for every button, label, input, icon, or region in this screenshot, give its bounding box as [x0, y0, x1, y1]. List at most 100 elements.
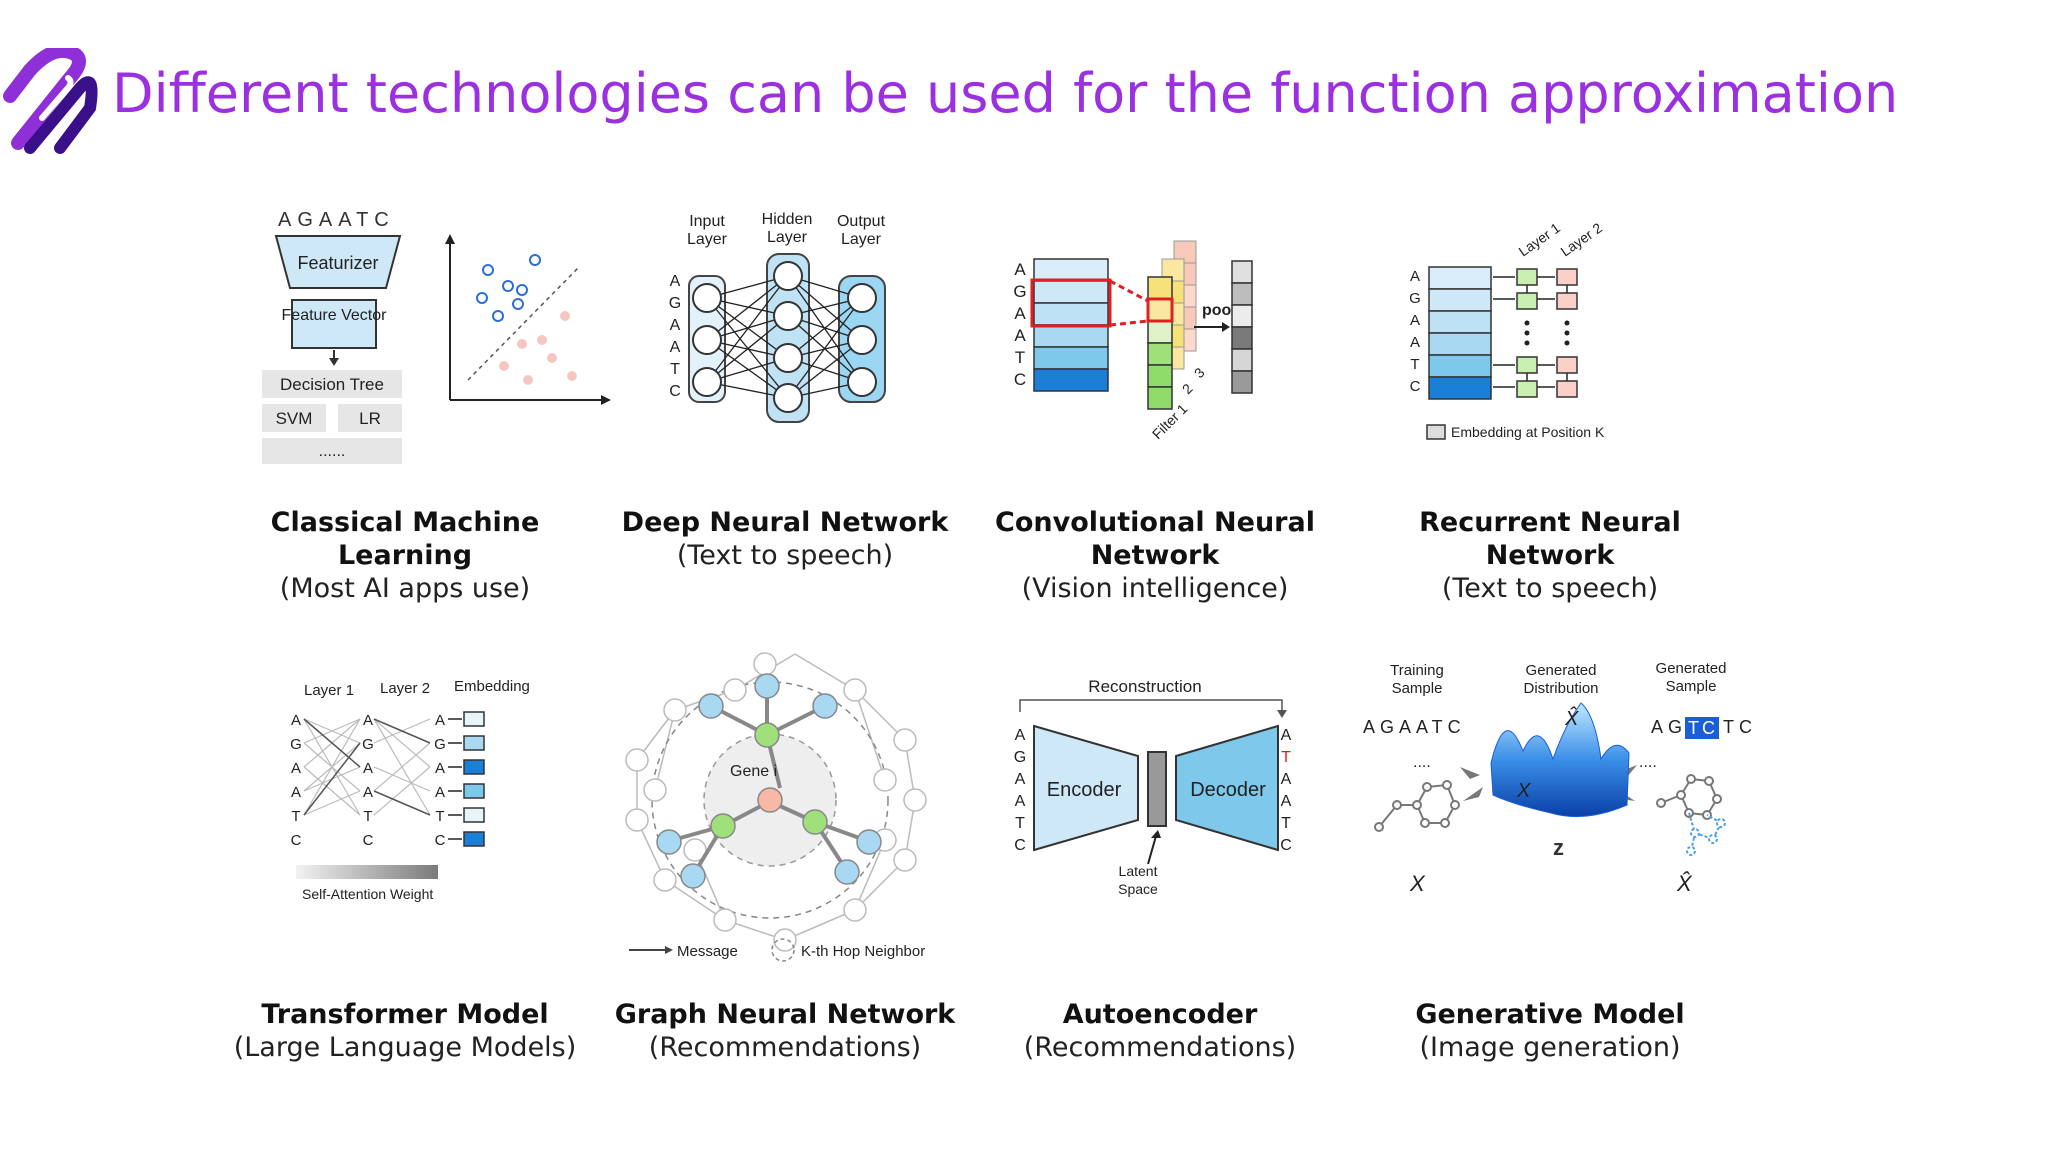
svg-text:Layer: Layer — [687, 231, 728, 248]
svg-text:C: C — [1410, 378, 1421, 395]
generated-distribution-label: Generated — [1526, 662, 1597, 679]
svg-text:Distribution: Distribution — [1523, 680, 1598, 697]
panel-name: Deep Neural Network — [621, 507, 949, 538]
svg-text:A: A — [363, 784, 373, 801]
svg-text:G: G — [362, 736, 374, 753]
rnn-diagram: Layer 1 Layer 2 A G A A T C — [1405, 215, 1645, 445]
gnn-diagram: Gene i Message K-th Hop Neighbor — [615, 650, 945, 970]
svg-text:A: A — [291, 760, 301, 777]
svg-text:T: T — [670, 361, 680, 378]
feature-vector-label: Feature Vector — [282, 307, 388, 324]
svm-label: SVM — [276, 409, 313, 428]
svg-text:T: T — [291, 808, 300, 825]
svg-text:A: A — [1410, 334, 1420, 351]
gene-label: Gene i — [730, 763, 777, 780]
svg-text:A: A — [1014, 326, 1026, 345]
panel-name: Generative Model — [1415, 999, 1685, 1030]
layer-2-label: Layer 2 — [1558, 219, 1606, 259]
slide-title: Different technologies can be used for t… — [112, 62, 1899, 125]
panel-use: (Text to speech) — [1441, 573, 1659, 604]
svg-text:A: A — [1014, 260, 1026, 279]
svg-text:A: A — [291, 712, 301, 729]
svg-text:A: A — [435, 760, 445, 777]
svg-text:T: T — [1015, 348, 1025, 367]
featurizer-label: Featurizer — [297, 253, 378, 273]
embedding-label: Embedding — [454, 678, 530, 695]
svg-text:Sample: Sample — [1666, 678, 1717, 695]
svg-text:T: T — [1015, 815, 1025, 832]
svg-text:G: G — [290, 736, 302, 753]
panel-name: Transformer Model — [261, 999, 549, 1030]
attention-legend: Self-Attention Weight — [302, 886, 433, 902]
cnn-caption: Convolutional Neural Network (Vision int… — [975, 506, 1335, 605]
svg-text:A: A — [363, 760, 373, 777]
svg-text:Layer: Layer — [841, 231, 882, 248]
gnn-caption: Graph Neural Network (Recommendations) — [605, 998, 965, 1064]
svg-text:A: A — [1281, 727, 1292, 744]
training-sample-label: Training — [1390, 662, 1444, 679]
filter-3-label: 3 — [1191, 364, 1208, 381]
output-layer-label: Output — [837, 213, 886, 230]
panel-use: (Recommendations) — [1023, 1032, 1297, 1063]
svg-text:A: A — [1281, 793, 1292, 810]
svg-text:A: A — [1015, 793, 1026, 810]
svg-text:T: T — [1281, 815, 1291, 832]
layer-1-label: Layer 1 — [1516, 219, 1564, 259]
layer-1-label: Layer 1 — [304, 682, 354, 699]
transformer-diagram: Layer 1 Layer 2 Embedding A G A A T C A … — [280, 675, 550, 910]
svg-text:C: C — [291, 832, 302, 849]
classical-ml-diagram: AGAATC Featurizer Feature Vector Decisio… — [260, 200, 620, 470]
seq-out-1: AG — [1651, 717, 1687, 737]
autoencoder-diagram: Reconstruction A G A A T C A T A A T C E… — [1010, 670, 1300, 915]
svg-text:G: G — [1014, 749, 1026, 766]
xhat-center: X̂ — [1564, 707, 1579, 730]
seq-out-2: TC — [1723, 717, 1757, 737]
svg-text:A: A — [435, 712, 445, 729]
dnn-diagram: Input Layer Hidden Layer Output Layer A … — [655, 200, 915, 430]
svg-text:A: A — [670, 339, 681, 356]
svg-text:G: G — [669, 295, 681, 312]
panel-use: (Large Language Models) — [233, 1032, 577, 1063]
svg-text:A: A — [1014, 304, 1026, 323]
panel-name: Convolutional Neural Network — [995, 507, 1315, 571]
svg-text:T: T — [1410, 356, 1419, 373]
svg-text:A: A — [1281, 771, 1292, 788]
logo-icon — [3, 48, 98, 154]
svg-text:C: C — [435, 832, 446, 849]
svg-text:A: A — [1410, 312, 1420, 329]
svg-text:C: C — [669, 383, 681, 400]
svg-text:C: C — [1280, 837, 1292, 854]
svg-text:C: C — [1014, 370, 1026, 389]
svg-text:T: T — [363, 808, 372, 825]
panel-name: Autoencoder — [1062, 999, 1258, 1030]
rnn-legend: Embedding at Position K — [1451, 424, 1605, 440]
cnn-diagram: A G A A T C — [1010, 235, 1280, 450]
more-label: ...... — [319, 443, 346, 460]
svg-text:A: A — [435, 784, 445, 801]
generated-sample-label: Generated — [1656, 660, 1727, 677]
svg-text:A: A — [670, 273, 681, 290]
lr-label: LR — [359, 409, 381, 428]
x-label: X — [1409, 871, 1426, 896]
seq-out-hl: TC — [1688, 718, 1718, 738]
layer-2-label: Layer 2 — [380, 680, 430, 697]
dnn-caption: Deep Neural Network (Text to speech) — [605, 506, 965, 572]
svg-text:A: A — [363, 712, 373, 729]
seq-in: AGAATC — [1363, 717, 1466, 737]
decoder-label: Decoder — [1190, 779, 1266, 801]
classical-ml-caption: Classical Machine Learning (Most AI apps… — [225, 506, 585, 605]
panel-name: Classical Machine Learning — [270, 507, 540, 571]
hop-legend: K-th Hop Neighbor — [801, 943, 925, 960]
panel-name: Recurrent Neural Network — [1419, 507, 1681, 571]
svg-text:A: A — [1015, 727, 1026, 744]
hidden-layer-label: Hidden — [762, 211, 813, 228]
reconstruction-label: Reconstruction — [1088, 677, 1201, 696]
pool-label: pool — [1202, 302, 1236, 319]
panel-use: (Most AI apps use) — [279, 573, 531, 604]
decision-tree-label: Decision Tree — [280, 375, 384, 394]
svg-text:G: G — [1013, 282, 1026, 301]
dots-left: .... — [1413, 754, 1431, 771]
filter-2-label: 2 — [1179, 380, 1196, 397]
svg-text:Sample: Sample — [1392, 680, 1443, 697]
panel-use: (Image generation) — [1419, 1032, 1681, 1063]
